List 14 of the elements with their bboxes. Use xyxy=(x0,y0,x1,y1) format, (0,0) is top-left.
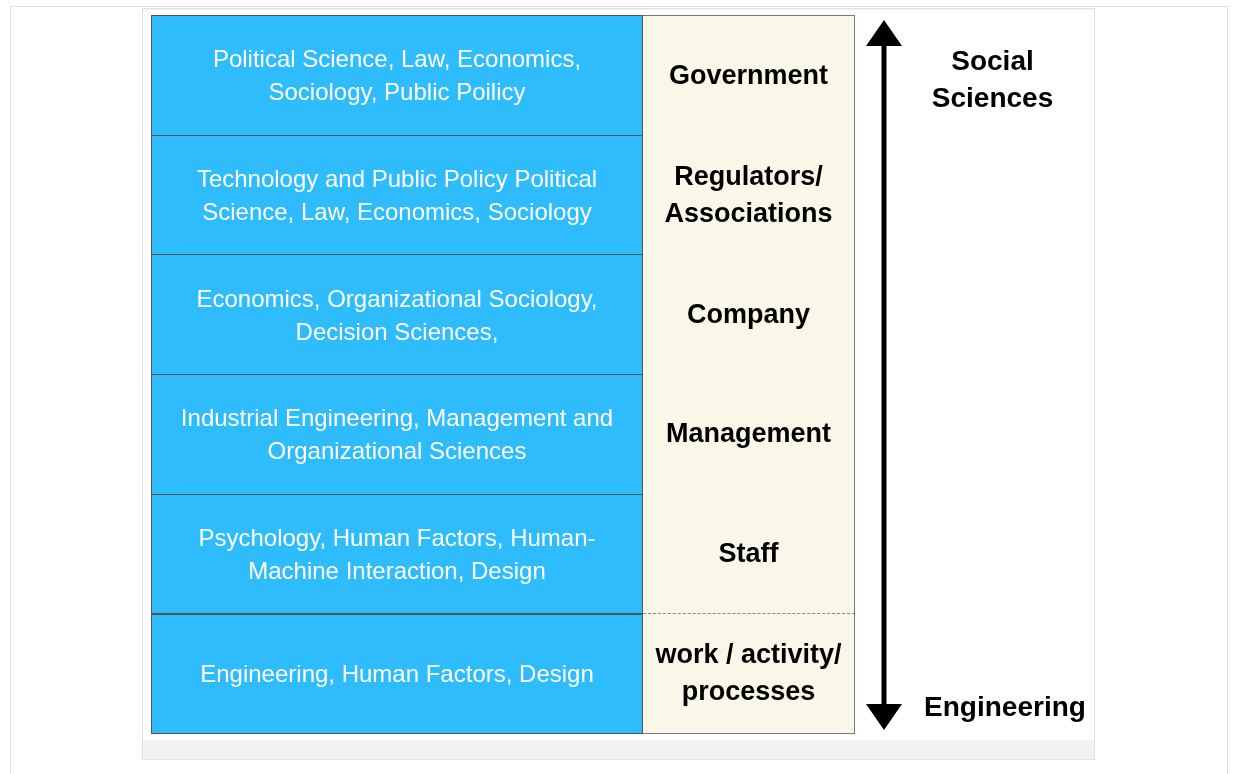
level-cell: Management xyxy=(643,374,855,495)
axis-label: Social Sciences xyxy=(930,44,1055,115)
level-cell: Regulators/ Associations xyxy=(643,134,855,256)
axis-label: Engineering xyxy=(923,690,1087,724)
discipline-cell: Economics, Organizational Sociology, Decision Sciences, xyxy=(151,254,643,376)
discipline-cell: Industrial Engineering, Management and Organizational Sciences xyxy=(151,374,643,495)
level-cell: work / activity/ processes xyxy=(643,613,855,735)
discipline-cell: Technology and Public Policy Political Science, Law, Economics, Sociology xyxy=(151,134,643,256)
discipline-cell: Psychology, Human Factors, Human-Machine Interaction, Design xyxy=(151,493,643,615)
discipline-cell: Engineering, Human Factors, Design xyxy=(151,613,643,735)
discipline-cell: Political Science, Law, Economics, Sociology, Public Poilicy xyxy=(151,15,643,136)
level-cell: Company xyxy=(643,254,855,376)
level-cell: Staff xyxy=(643,493,855,615)
level-cell: Government xyxy=(643,15,855,136)
